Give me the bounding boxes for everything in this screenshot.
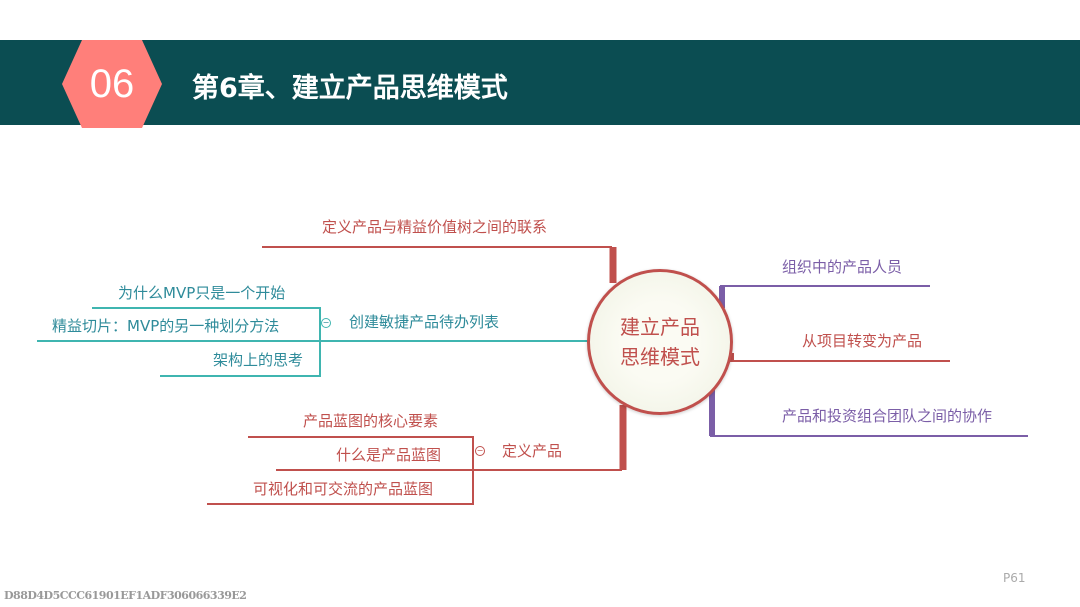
subtopic-visual-roadmap[interactable]: 可视化和可交流的产品蓝图 bbox=[253, 480, 434, 498]
subtopic-what-is-roadmap[interactable]: 什么是产品蓝图 bbox=[336, 446, 442, 464]
topic-product-people[interactable]: 组织中的产品人员 bbox=[782, 258, 903, 276]
page-title: 第6章、建立产品思维模式 bbox=[192, 73, 508, 104]
topic-portfolio-collaboration[interactable]: 产品和投资组合团队之间的协作 bbox=[782, 407, 993, 425]
chapter-hexagon bbox=[62, 40, 162, 128]
central-topic-label: 建立产品思维模式 bbox=[620, 315, 700, 369]
collapse-toggle-icon[interactable]: − bbox=[321, 318, 331, 328]
watermark: D88D4D5CCC61901EF1ADF306066339E2 bbox=[4, 589, 247, 602]
topic-lean-value-tree[interactable]: 定义产品与精益价值树之间的联系 bbox=[322, 218, 548, 236]
topic-agile-backlog[interactable]: 创建敏捷产品待办列表 bbox=[349, 313, 500, 331]
subtopic-architecture[interactable]: 架构上的思考 bbox=[213, 351, 304, 369]
chapter-number: 06 bbox=[89, 62, 135, 106]
topic-project-to-product[interactable]: 从项目转变为产品 bbox=[802, 332, 923, 350]
collapse-toggle-icon[interactable]: − bbox=[475, 446, 485, 456]
subtopic-roadmap-core[interactable]: 产品蓝图的核心要素 bbox=[303, 412, 439, 430]
central-topic[interactable]: 建立产品思维模式 bbox=[587, 269, 733, 415]
topic-define-product[interactable]: 定义产品 bbox=[502, 442, 563, 460]
subtopic-mvp-start[interactable]: 为什么MVP只是一个开始 bbox=[118, 284, 286, 302]
subtopic-lean-slicing[interactable]: 精益切片：MVP的另一种划分方法 bbox=[52, 317, 280, 335]
header-band bbox=[0, 40, 1080, 125]
page-number: P61 bbox=[1003, 571, 1026, 585]
